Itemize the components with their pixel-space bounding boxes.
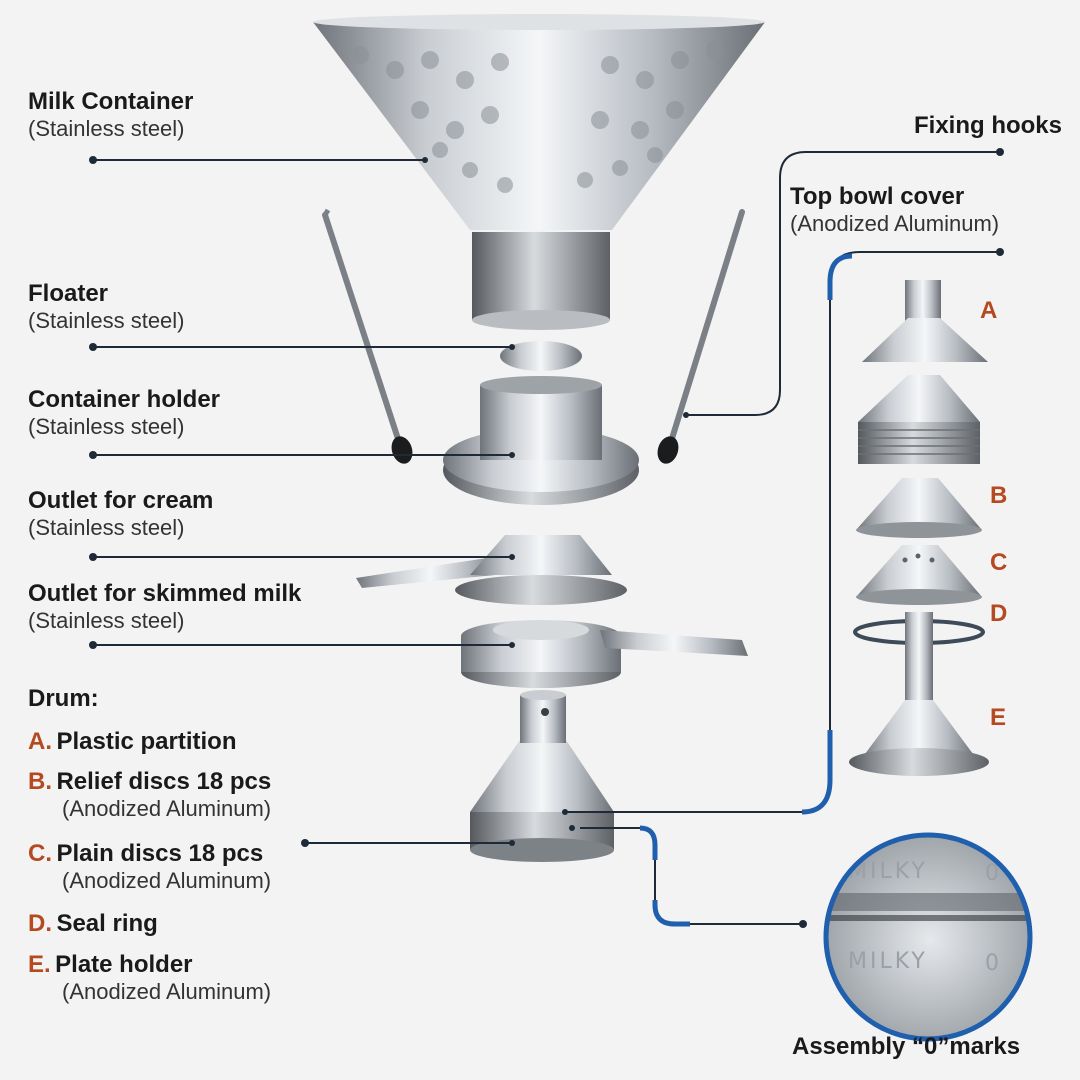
label-floater: Floater (Stainless steel): [28, 280, 185, 334]
assembly-marks-caption: Assembly “0”marks: [792, 1033, 1020, 1061]
part-letter-a: A: [980, 297, 998, 324]
drum-item-name: Plastic partition: [56, 728, 237, 755]
milk-container-title: Milk Container: [28, 88, 194, 115]
part-b-image: [856, 478, 982, 538]
drum-item-name: Plain discs 18 pcs: [56, 840, 264, 867]
outlet-skimmed-title: Outlet for skimmed milk: [28, 580, 302, 607]
drum-item-a: A. Plastic partition: [28, 728, 237, 756]
blue-accents: [639, 253, 853, 927]
assembly-marks-zoom: MILKY 0 MILKY 0: [823, 832, 1033, 1042]
part-letter-b: B: [990, 482, 1008, 509]
label-milk-container: Milk Container (Stainless steel): [28, 88, 193, 142]
drum-item-name: Relief discs 18 pcs: [56, 768, 272, 795]
drum-item-c: C. Plain discs 18 pcs (Anodized Aluminum…: [28, 840, 271, 894]
label-container-holder: Container holder (Stainless steel): [28, 386, 220, 440]
fixing-hook-left: [322, 208, 413, 464]
drum-item-name: Seal ring: [56, 910, 158, 937]
drum-image: [470, 690, 614, 862]
outlet-cream-material: (Stainless steel): [28, 515, 185, 540]
outlet-skimmed-material: (Stainless steel): [28, 608, 185, 633]
part-letter-c: C: [990, 549, 1008, 576]
label-top-bowl-cover: Top bowl cover (Anodized Aluminum): [790, 183, 999, 237]
part-c-image: [856, 545, 982, 605]
drum-item-d: D. Seal ring: [28, 910, 158, 938]
label-fixing-hooks: Fixing hooks: [914, 112, 1062, 140]
floater-title: Floater: [28, 280, 109, 307]
label-outlet-skimmed: Outlet for skimmed milk (Stainless steel…: [28, 580, 301, 634]
drum-item-material: (Anodized Aluminum): [62, 796, 272, 821]
floater-image: [500, 341, 582, 371]
fixing-hook-right: [657, 209, 745, 464]
container-holder-image: [443, 376, 639, 505]
container-holder-title: Container holder: [28, 386, 221, 413]
assembly-mark-lower: MILKY: [848, 949, 928, 974]
drum-item-letter: B.: [28, 768, 52, 795]
milk-container-material: (Stainless steel): [28, 116, 185, 141]
floater-material: (Stainless steel): [28, 308, 185, 333]
drum-item-letter: D.: [28, 910, 52, 937]
drum-item-letter: A.: [28, 728, 52, 755]
drum-item-material: (Anodized Aluminum): [62, 868, 272, 893]
top-bowl-cover-title: Top bowl cover: [790, 183, 965, 210]
drum-heading-text: Drum:: [28, 685, 99, 712]
drum-item-letter: E.: [28, 951, 51, 978]
container-holder-material: (Stainless steel): [28, 414, 185, 439]
drum-heading: Drum:: [28, 685, 99, 713]
drum-item-b: B. Relief discs 18 pcs (Anodized Aluminu…: [28, 768, 271, 822]
milk-container-image: [313, 14, 765, 330]
part-letter-e: E: [990, 704, 1007, 731]
assembly-digit-lower: 0: [985, 951, 1002, 976]
label-outlet-cream: Outlet for cream (Stainless steel): [28, 487, 213, 541]
drum-item-material: (Anodized Aluminum): [62, 979, 272, 1004]
part-letter-d: D: [990, 600, 1008, 627]
skimmed-outlet-image: [461, 620, 748, 688]
outlet-cream-title: Outlet for cream: [28, 487, 214, 514]
drum-item-letter: C.: [28, 840, 52, 867]
drum-item-name: Plate holder: [55, 951, 193, 978]
part-a-image: [858, 280, 988, 464]
cream-outlet-image: [356, 535, 627, 605]
top-bowl-cover-material: (Anodized Aluminum): [790, 211, 1000, 236]
leader-dots: [89, 148, 1004, 928]
drum-item-e: E. Plate holder (Anodized Aluminum): [28, 951, 271, 1005]
assembly-marks-caption-text: Assembly “0”marks: [792, 1033, 1021, 1060]
assembly-digit-upper: 0: [985, 861, 1002, 886]
part-e-image: [849, 612, 989, 776]
fixing-hooks-title: Fixing hooks: [913, 112, 1062, 139]
